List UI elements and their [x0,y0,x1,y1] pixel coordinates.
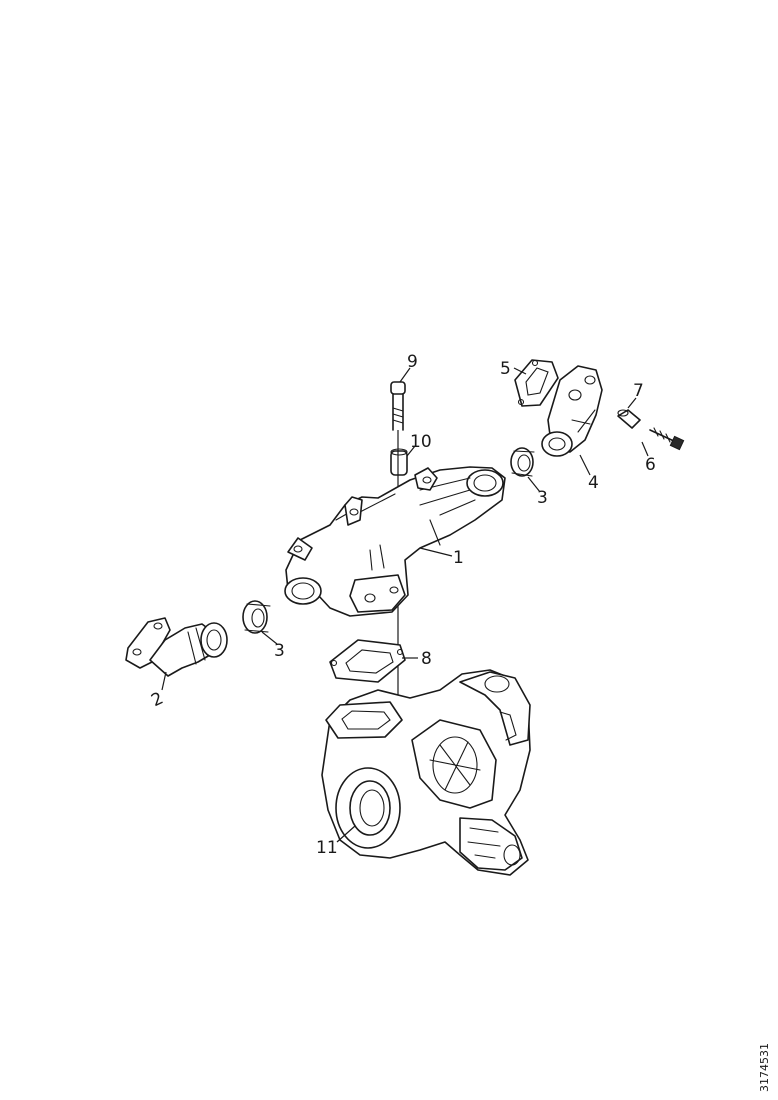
part-3-seal-ring-right [510,447,535,477]
callout-2: 2 [148,688,166,711]
drawing-reference-number: 3174531 [758,1043,771,1092]
leader-lines [161,367,649,843]
callout-8: 8 [421,649,432,669]
part-3-seal-ring-left [242,600,271,634]
callout-11: 11 [316,838,338,858]
part-2-elbow [125,617,228,677]
callout-6: 6 [645,455,656,475]
callout-3-left: 3 [274,641,285,661]
part-10-sleeve [390,448,408,476]
callout-3-right: 3 [537,488,548,508]
part-7-sleeve [617,409,641,429]
callout-4: 4 [588,473,599,493]
part-11-turbocharger [321,669,531,876]
callout-1: 1 [453,548,464,568]
part-1-exhaust-manifold [284,466,506,617]
part-5-flange-gasket [514,359,559,407]
part-8-gasket [329,639,406,683]
part-9-bolt [390,381,406,431]
part-4-end-housing [541,365,603,457]
callout-9: 9 [407,352,418,372]
callout-7: 7 [633,381,644,401]
callout-5: 5 [500,359,511,379]
part-6-stud-bolt [649,427,685,451]
callout-10: 10 [410,432,432,452]
